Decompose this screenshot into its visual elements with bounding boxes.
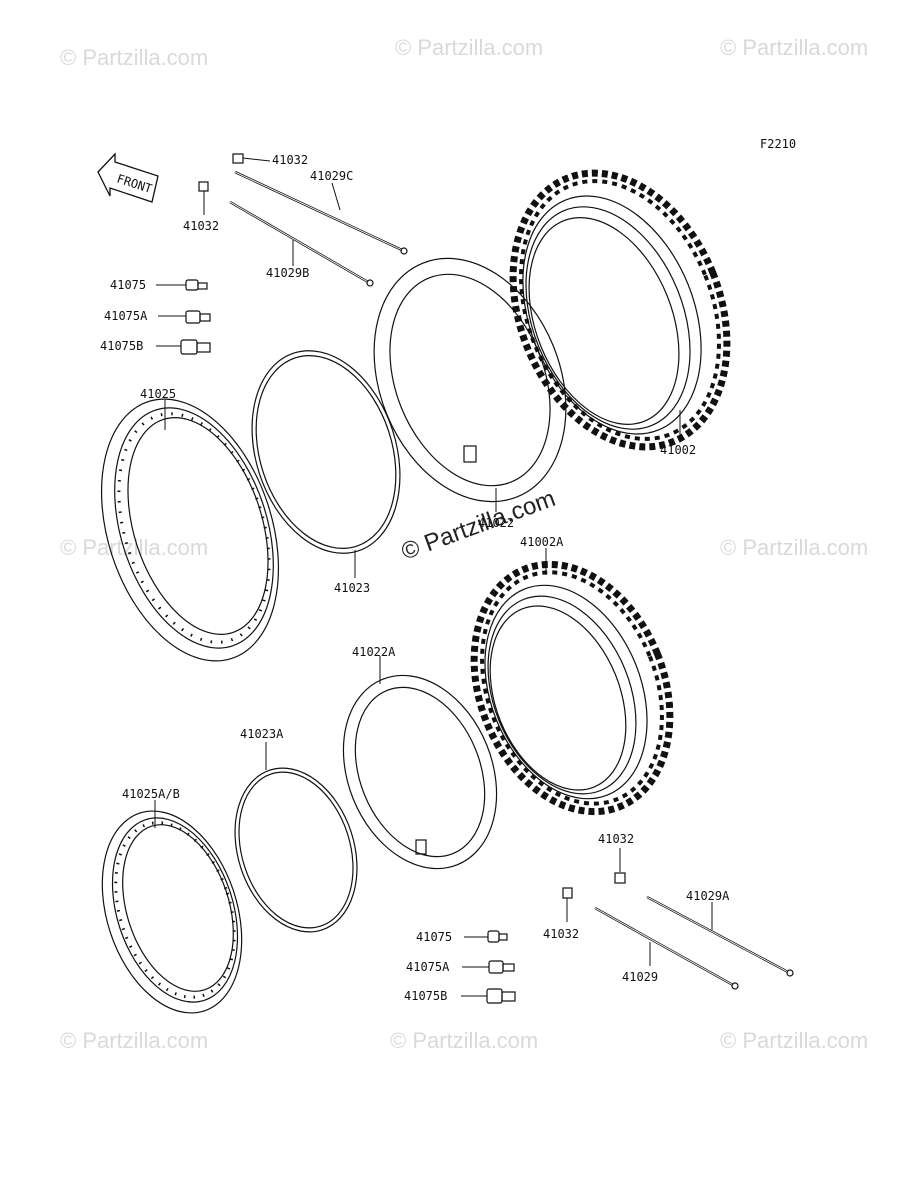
valve-cap-icon bbox=[232, 153, 271, 164]
spoke-nipple-icon bbox=[462, 960, 515, 974]
tire-icon bbox=[470, 548, 674, 816]
part-label-41032: 41032 bbox=[543, 927, 579, 941]
part-label-41025: 41025 bbox=[140, 387, 176, 401]
part-label-41023A: 41023A bbox=[240, 727, 284, 741]
part-label-41029A: 41029A bbox=[686, 889, 730, 903]
watermark: © Partzilla.com bbox=[720, 535, 868, 560]
part-label-41029: 41029 bbox=[622, 970, 658, 984]
spoke-icon bbox=[234, 170, 408, 255]
part-label-41075A: 41075A bbox=[104, 309, 148, 323]
watermark: © Partzilla.com bbox=[720, 1028, 868, 1053]
spoke-icon bbox=[646, 895, 794, 977]
part-label-41032: 41032 bbox=[183, 219, 219, 233]
watermark: © Partzilla.com bbox=[395, 35, 543, 60]
part-label-41032: 41032 bbox=[272, 153, 308, 167]
part-label-41002A: 41002A bbox=[520, 535, 564, 549]
part-label-41075: 41075 bbox=[110, 278, 146, 292]
spoke-icon bbox=[594, 906, 739, 990]
rim-band-icon bbox=[234, 742, 358, 933]
spoke-nipple-icon bbox=[464, 930, 508, 943]
part-label-41022A: 41022A bbox=[352, 645, 396, 659]
spoke-nipple-icon bbox=[461, 988, 516, 1004]
inner-tube-icon bbox=[373, 257, 567, 512]
part-label-41029C: 41029C bbox=[310, 169, 353, 183]
wheel-rim-icon bbox=[100, 398, 280, 662]
spoke-icon bbox=[229, 200, 374, 287]
wheel-rim-icon bbox=[101, 800, 243, 1014]
part-label-41002: 41002 bbox=[660, 443, 696, 457]
figure-code: F2210 bbox=[760, 137, 796, 151]
part-label-41075A: 41075A bbox=[406, 960, 450, 974]
part-label-41023: 41023 bbox=[334, 581, 370, 595]
inner-tube-icon bbox=[342, 656, 498, 870]
watermark: © Partzilla.com bbox=[60, 535, 208, 560]
part-label-41075B: 41075B bbox=[100, 339, 143, 353]
spoke-nipple-icon bbox=[156, 339, 211, 355]
part-label-41032: 41032 bbox=[598, 832, 634, 846]
part-label-41022: 41022 bbox=[478, 516, 514, 530]
valve-cap-icon bbox=[614, 848, 626, 884]
watermark: © Partzilla.com bbox=[720, 35, 868, 60]
valve-cap-icon bbox=[562, 887, 573, 922]
part-label-41029B: 41029B bbox=[266, 266, 309, 280]
watermark: © Partzilla.com bbox=[390, 1028, 538, 1053]
front-arrow-icon: FRONT bbox=[97, 152, 159, 203]
tire-icon bbox=[509, 169, 731, 451]
spoke-nipple-icon bbox=[156, 279, 208, 291]
valve-cap-icon bbox=[198, 181, 209, 215]
watermark-group: © Partzilla.com © Partzilla.com © Partzi… bbox=[60, 35, 868, 1053]
watermark: © Partzilla.com bbox=[60, 45, 208, 70]
part-label-41075: 41075 bbox=[416, 930, 452, 944]
spoke-nipple-icon bbox=[158, 310, 211, 324]
watermark: © Partzilla.com bbox=[60, 1028, 208, 1053]
part-label-41025AB: 41025A/B bbox=[122, 787, 180, 801]
part-label-41075B: 41075B bbox=[404, 989, 447, 1003]
rim-band-icon bbox=[251, 350, 401, 578]
